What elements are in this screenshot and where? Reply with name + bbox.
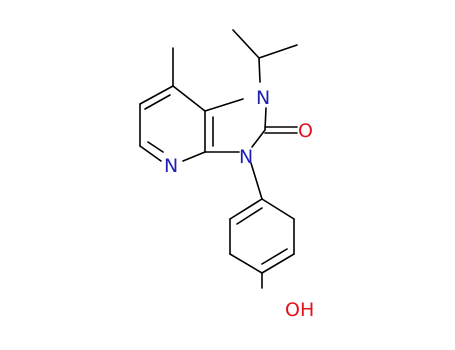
atom-o-carbonyl: O [298,120,313,142]
atom-n-pyridine: N [164,155,178,177]
bonds [139,29,298,289]
bond-n4-c3a [182,151,206,162]
atom-oh: OH [285,299,314,321]
bond-c7a-c7 [172,85,206,112]
bond-ph-4-5 [261,253,295,274]
bond-n3-phenyl [250,162,263,200]
bond-c5-n4-inner [147,141,164,153]
bond-ph-4-5-inner [261,248,288,265]
bond-ph-1-2-inner [236,207,263,225]
bond-c2-n3 [251,129,266,148]
atom-n3: N [239,146,253,168]
bond-c7-c6 [139,85,174,105]
atom-n1: N [256,87,270,109]
bond-c5-n4 [139,145,162,162]
atom-labels: N N N O OH [164,87,314,321]
bond-isopropyl-ch-methyl-right [258,44,298,59]
bond-ph-3-4 [229,253,263,274]
bond-n1-isopropyl [258,57,261,83]
bond-ph-1-2 [229,198,263,220]
bond-c7-c6-inner [144,94,171,110]
bond-ph-6-1 [261,198,295,220]
bond-isopropyl-ch-methyl-left [232,29,260,59]
bond-c7a-n1 [204,98,244,112]
